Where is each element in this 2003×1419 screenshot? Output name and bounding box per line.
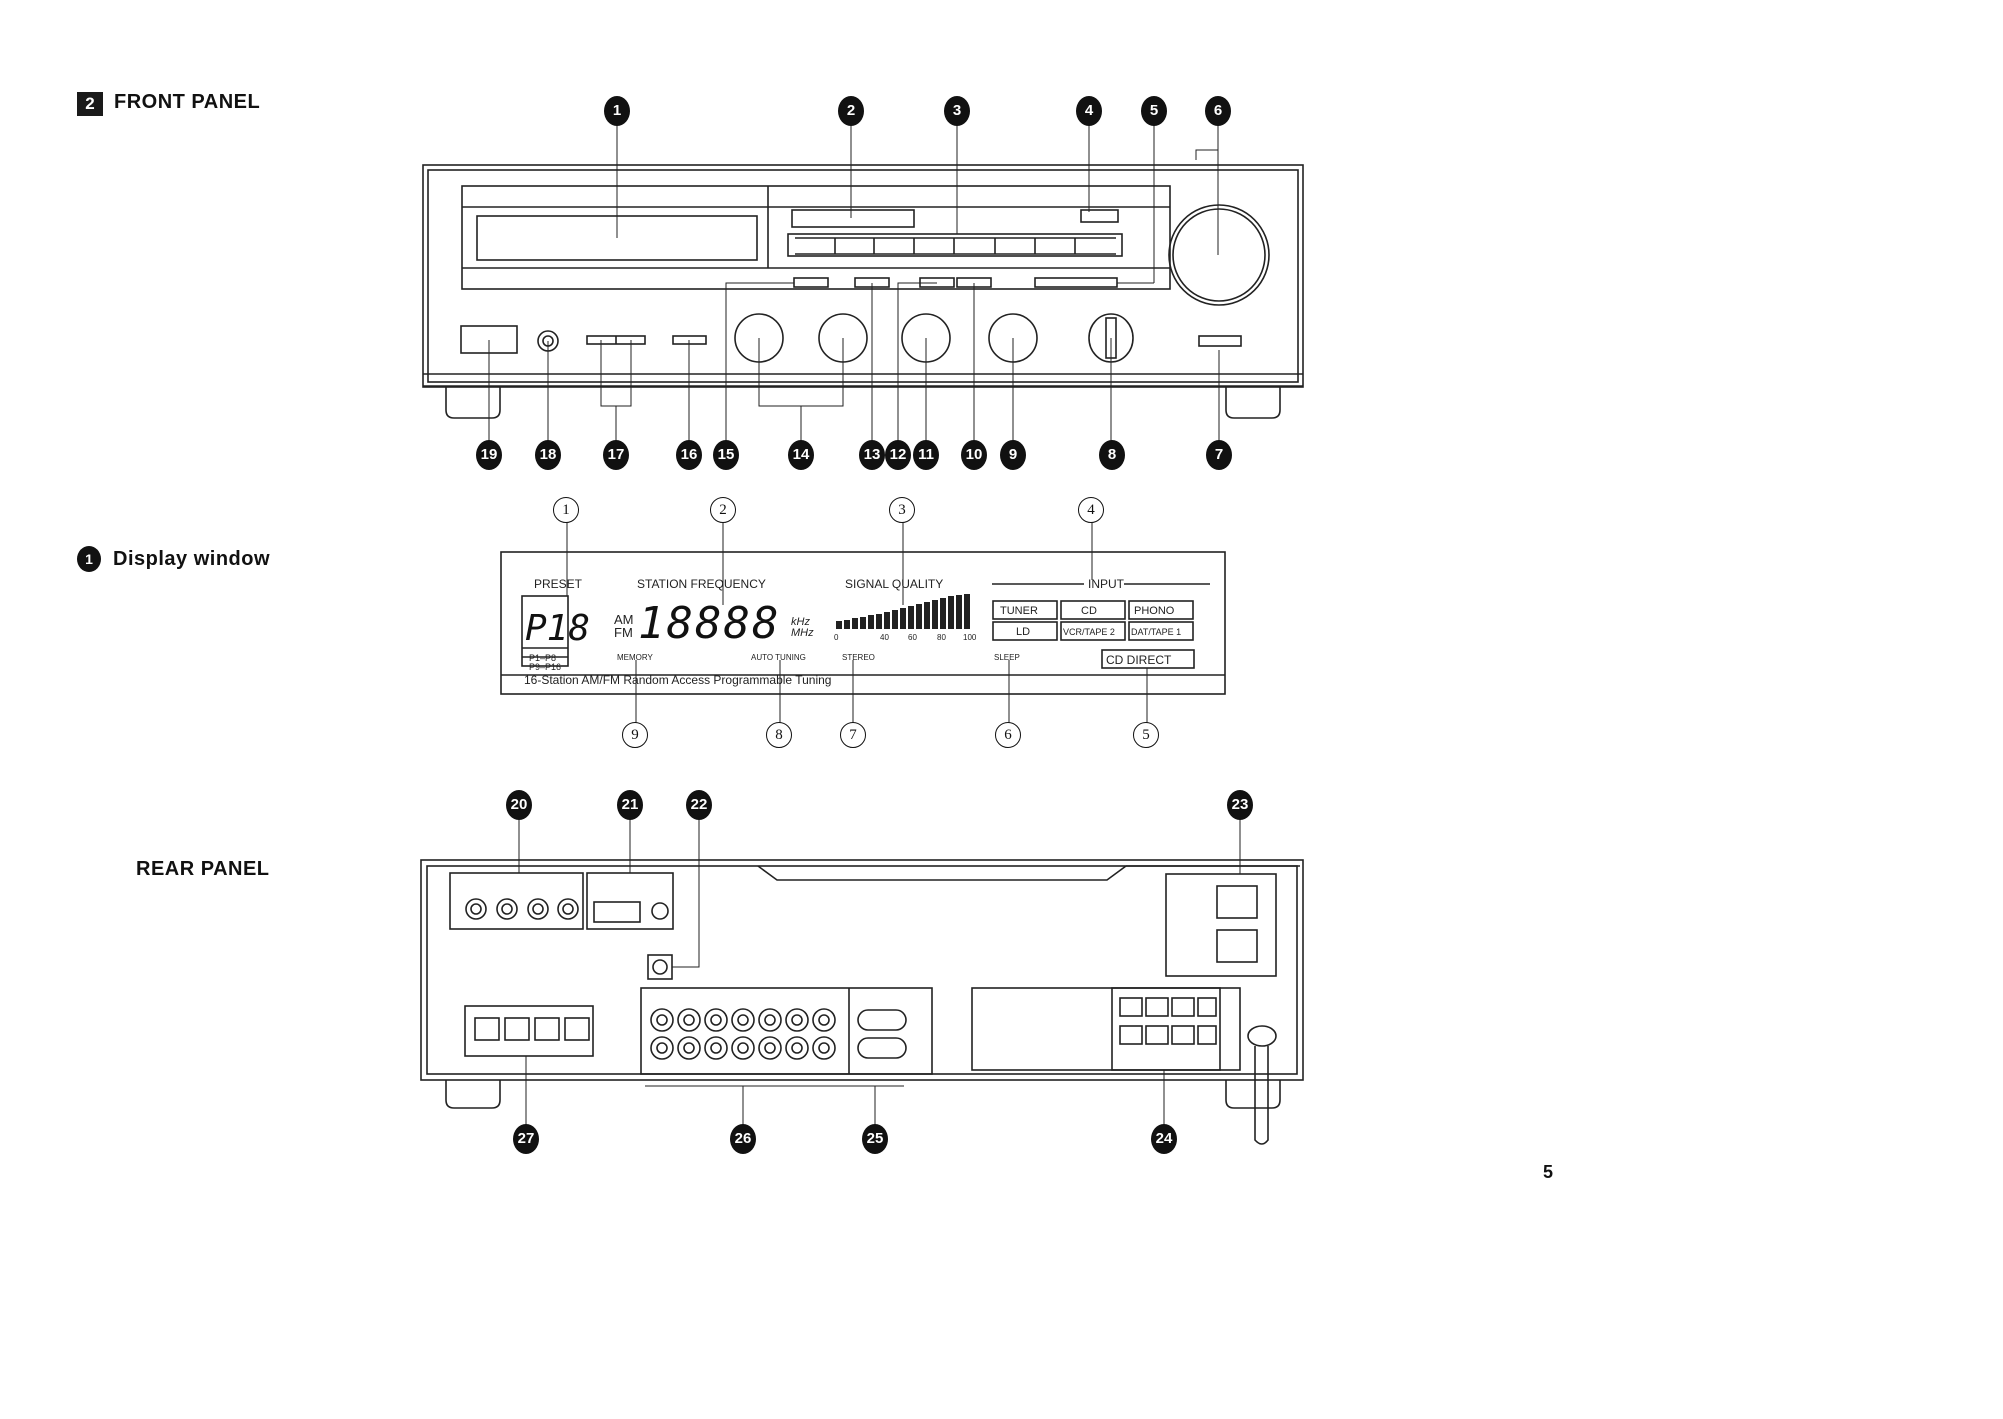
rear-panel-heading: REAR PANEL [136, 858, 270, 880]
display-preset-label: PRESET [534, 577, 583, 591]
callout-front-13: 13 [859, 440, 885, 470]
callout-display-6: 6 [995, 722, 1021, 748]
display-preset-range-2: P9–P16 [529, 662, 561, 672]
callout-display-5: 5 [1133, 722, 1159, 748]
display-stereo-label: STEREO [842, 653, 875, 662]
input-cd: CD [1081, 605, 1097, 617]
callout-rear-25: 25 [862, 1124, 888, 1154]
callout-front-2: 2 [838, 96, 864, 126]
callout-display-8: 8 [766, 722, 792, 748]
callout-front-16: 16 [676, 440, 702, 470]
signal-scale-60: 60 [908, 633, 917, 642]
signal-scale-40: 40 [880, 633, 889, 642]
display-station-frequency-label: STATION FREQUENCY [637, 577, 766, 591]
callout-front-14: 14 [788, 440, 814, 470]
callout-front-1: 1 [604, 96, 630, 126]
callout-front-8: 8 [1099, 440, 1125, 470]
signal-scale-100: 100 [963, 633, 977, 642]
display-frequency-value: 18888 [638, 598, 780, 649]
front-panel-heading: FRONT PANEL [114, 91, 261, 113]
display-fm-label: FM [614, 625, 633, 640]
callout-rear-20: 20 [506, 790, 532, 820]
callout-display-1: 1 [553, 497, 579, 523]
front-panel-drawing [422, 164, 1304, 419]
display-signal-quality-label: SIGNAL QUALITY [845, 577, 943, 591]
display-window-heading: Display window [113, 548, 271, 570]
input-ld: LD [1016, 626, 1030, 638]
input-vcr-tape2: VCR/TAPE 2 [1063, 627, 1115, 637]
signal-quality-bars [836, 594, 970, 629]
display-cd-direct-label: CD DIRECT [1106, 653, 1172, 667]
callout-front-19: 19 [476, 440, 502, 470]
display-mhz-label: MHz [791, 627, 814, 639]
signal-scale-80: 80 [937, 633, 946, 642]
callout-display-7: 7 [840, 722, 866, 748]
callout-front-11: 11 [913, 440, 939, 470]
display-tagline: 16-Station AM/FM Random Access Programma… [524, 673, 831, 687]
callout-rear-27: 27 [513, 1124, 539, 1154]
callout-front-10: 10 [961, 440, 987, 470]
display-khz-label: kHz [791, 616, 810, 628]
display-auto-tuning-label: AUTO TUNING [751, 653, 806, 662]
display-sleep-label: SLEEP [994, 653, 1020, 662]
callout-rear-26: 26 [730, 1124, 756, 1154]
callout-rear-24: 24 [1151, 1124, 1177, 1154]
callout-display-2: 2 [710, 497, 736, 523]
callout-rear-22: 22 [686, 790, 712, 820]
callout-front-15: 15 [713, 440, 739, 470]
input-dat-tape1: DAT/TAPE 1 [1131, 627, 1181, 637]
callout-display-4: 4 [1078, 497, 1104, 523]
signal-scale-0: 0 [834, 633, 839, 642]
display-preset-value: P18 [525, 608, 590, 649]
rear-panel-drawing [420, 859, 1304, 1145]
display-window-bullet: 1 [77, 546, 101, 572]
display-preset-range-1: P1–P8 [529, 653, 556, 663]
callout-rear-21: 21 [617, 790, 643, 820]
callout-front-6: 6 [1205, 96, 1231, 126]
callout-front-5: 5 [1141, 96, 1167, 126]
display-memory-label: MEMORY [617, 653, 654, 662]
page-number: 5 [1543, 1162, 1554, 1182]
callout-front-17: 17 [603, 440, 629, 470]
callout-display-3: 3 [889, 497, 915, 523]
display-input-label: INPUT [1088, 577, 1125, 591]
callout-front-4: 4 [1076, 96, 1102, 126]
callout-front-12: 12 [885, 440, 911, 470]
callout-display-9: 9 [622, 722, 648, 748]
input-tuner: TUNER [1000, 605, 1038, 617]
callout-front-18: 18 [535, 440, 561, 470]
section-number-badge: 2 [77, 92, 103, 116]
display-am-label: AM [614, 612, 634, 627]
input-phono: PHONO [1134, 605, 1175, 617]
callout-front-9: 9 [1000, 440, 1026, 470]
callout-front-3: 3 [944, 96, 970, 126]
callout-front-7: 7 [1206, 440, 1232, 470]
callout-rear-23: 23 [1227, 790, 1253, 820]
